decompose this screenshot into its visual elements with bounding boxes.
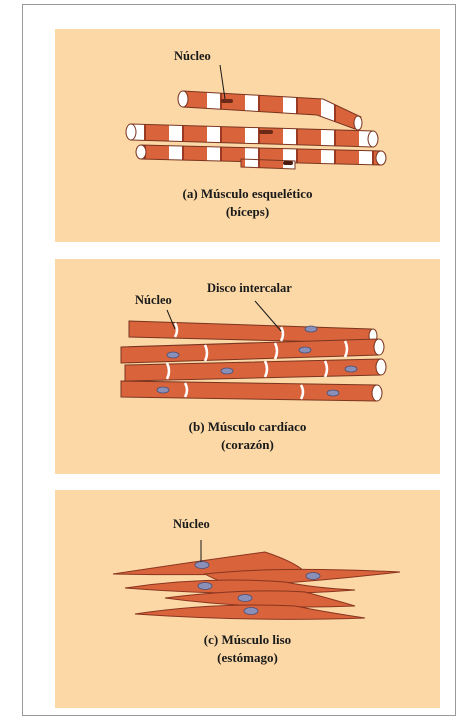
smooth-muscle-illustration [55,490,440,708]
cardiac-nucleus [167,352,179,358]
skeletal-caption-line1: (a) Músculo esquelético [55,186,440,202]
cardiac-nucleus [327,390,339,396]
skeletal-fiber-bottom [136,145,386,169]
skeletal-nucleus [283,161,293,165]
smooth-nucleus [306,573,320,580]
cardiac-nucleus-label: Núcleo [135,293,172,308]
cardiac-muscle-panel: Núcleo Disco intercalar (b) Músculo card… [55,259,440,474]
smooth-muscle-panel: Núcleo (c) Músculo liso (estómago) [55,490,440,708]
skeletal-nucleus [221,99,233,103]
cardiac-nucleus [299,347,311,353]
skeletal-fiber-top [178,91,362,130]
intercalated-disc-label: Disco intercalar [207,281,292,296]
skeletal-nucleus-label: Núcleo [174,49,211,64]
skeletal-caption-line2: (bíceps) [55,204,440,220]
cardiac-caption-line1: (b) Músculo cardíaco [55,419,440,435]
smooth-nucleus [198,583,212,590]
smooth-caption-line2: (estómago) [55,650,440,666]
cardiac-nucleus [305,326,317,332]
cardiac-nucleus [157,387,169,393]
skeletal-nucleus [259,130,273,134]
skeletal-muscle-panel: Núcleo (a) Músculo esquelético (bíceps) [55,29,440,242]
skeletal-fiber-middle [126,124,378,147]
cardiac-caption-line2: (corazón) [55,437,440,453]
smooth-nucleus [244,608,258,615]
smooth-nucleus [195,562,209,569]
smooth-nucleus-label: Núcleo [173,517,210,532]
cardiac-nucleus [345,366,357,372]
smooth-nucleus [238,595,252,602]
smooth-caption-line1: (c) Músculo liso [55,632,440,648]
cardiac-nucleus [221,368,233,374]
